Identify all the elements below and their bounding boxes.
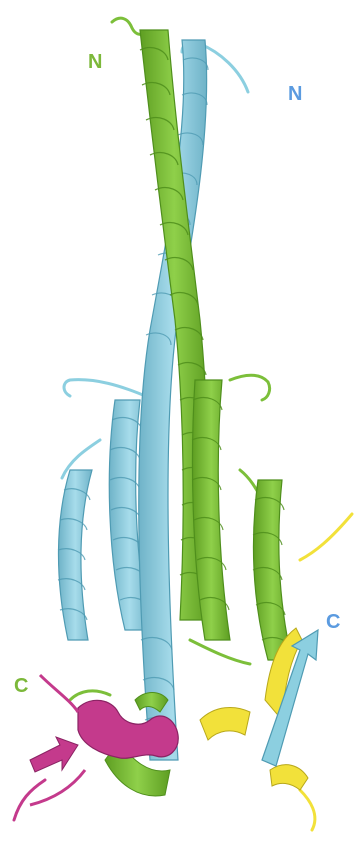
blue-c-terminus-label: C [326,611,340,633]
green-c-terminus-label: C [14,675,28,697]
green-helix-right-outer [253,480,292,660]
green-n-terminus-label: N [88,51,102,73]
blue-helix-left-outer [58,470,92,640]
blue-n-terminus-label: N [288,83,302,105]
